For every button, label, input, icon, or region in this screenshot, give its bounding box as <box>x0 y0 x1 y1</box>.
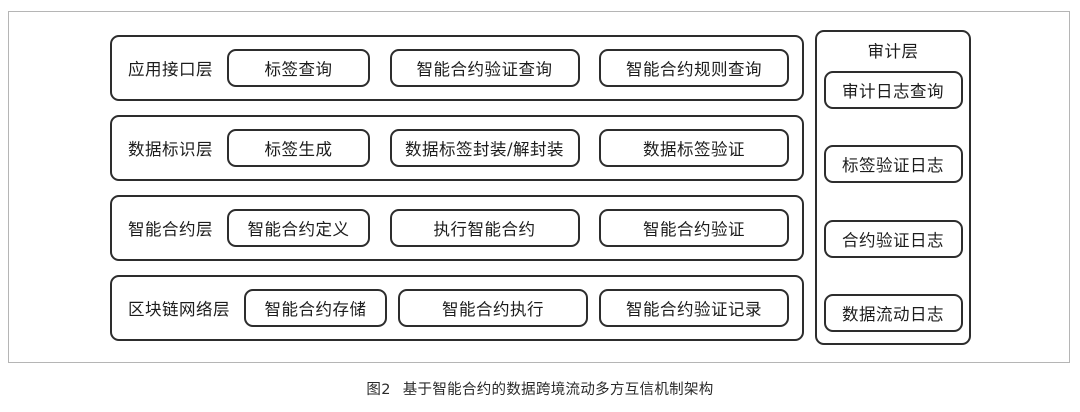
figure-caption: 图2 基于智能合约的数据跨境流动多方互信机制架构 <box>0 378 1080 399</box>
figure-caption-number: 图2 <box>366 382 391 398</box>
layer-row-blockchain-network: 区块链网络层 智能合约存储 智能合约执行 智能合约验证记录 <box>110 275 804 341</box>
module-box[interactable]: 标签查询 <box>227 49 370 87</box>
architecture-layer-stack: 应用接口层 标签查询 智能合约验证查询 智能合约规则查询 数据标识层 标签生成 … <box>110 35 804 341</box>
module-box[interactable]: 智能合约定义 <box>227 209 370 247</box>
module-box[interactable]: 执行智能合约 <box>389 209 580 247</box>
module-box[interactable]: 智能合约规则查询 <box>599 49 789 87</box>
module-box[interactable]: 智能合约存储 <box>244 289 387 327</box>
layer-label: 应用接口层 <box>128 60 213 79</box>
audit-layer-column: 审计层 审计日志查询 标签验证日志 合约验证日志 数据流动日志 <box>815 30 971 345</box>
layer-row-application-interface: 应用接口层 标签查询 智能合约验证查询 智能合约规则查询 <box>110 35 804 101</box>
layer-module-group: 智能合约定义 执行智能合约 智能合约验证 <box>227 197 789 259</box>
audit-module-box[interactable]: 合约验证日志 <box>823 219 963 258</box>
layer-row-data-identification: 数据标识层 标签生成 数据标签封装/解封装 数据标签验证 <box>110 115 804 181</box>
layer-row-smart-contract: 智能合约层 智能合约定义 执行智能合约 智能合约验证 <box>110 195 804 261</box>
layer-module-group: 智能合约存储 智能合约执行 智能合约验证记录 <box>244 277 789 339</box>
audit-module-box[interactable]: 标签验证日志 <box>823 145 963 184</box>
figure-caption-text: 基于智能合约的数据跨境流动多方互信机制架构 <box>402 382 714 398</box>
module-box[interactable]: 智能合约验证记录 <box>599 289 789 327</box>
module-box[interactable]: 数据标签封装/解封装 <box>389 129 580 167</box>
module-box[interactable]: 数据标签验证 <box>599 129 789 167</box>
layer-label: 数据标识层 <box>128 140 213 159</box>
audit-item-group: 审计日志查询 标签验证日志 合约验证日志 数据流动日志 <box>817 65 969 334</box>
module-box[interactable]: 智能合约验证查询 <box>389 49 580 87</box>
audit-module-box[interactable]: 数据流动日志 <box>823 293 963 332</box>
audit-layer-title: 审计层 <box>867 42 919 61</box>
module-box[interactable]: 智能合约验证 <box>599 209 789 247</box>
module-box[interactable]: 智能合约执行 <box>398 289 588 327</box>
layer-module-group: 标签查询 智能合约验证查询 智能合约规则查询 <box>227 37 789 99</box>
layer-label: 区块链网络层 <box>128 300 230 319</box>
module-box[interactable]: 标签生成 <box>227 129 370 167</box>
layer-label: 智能合约层 <box>128 220 213 239</box>
audit-module-box[interactable]: 审计日志查询 <box>823 71 963 109</box>
layer-module-group: 标签生成 数据标签封装/解封装 数据标签验证 <box>227 117 789 179</box>
